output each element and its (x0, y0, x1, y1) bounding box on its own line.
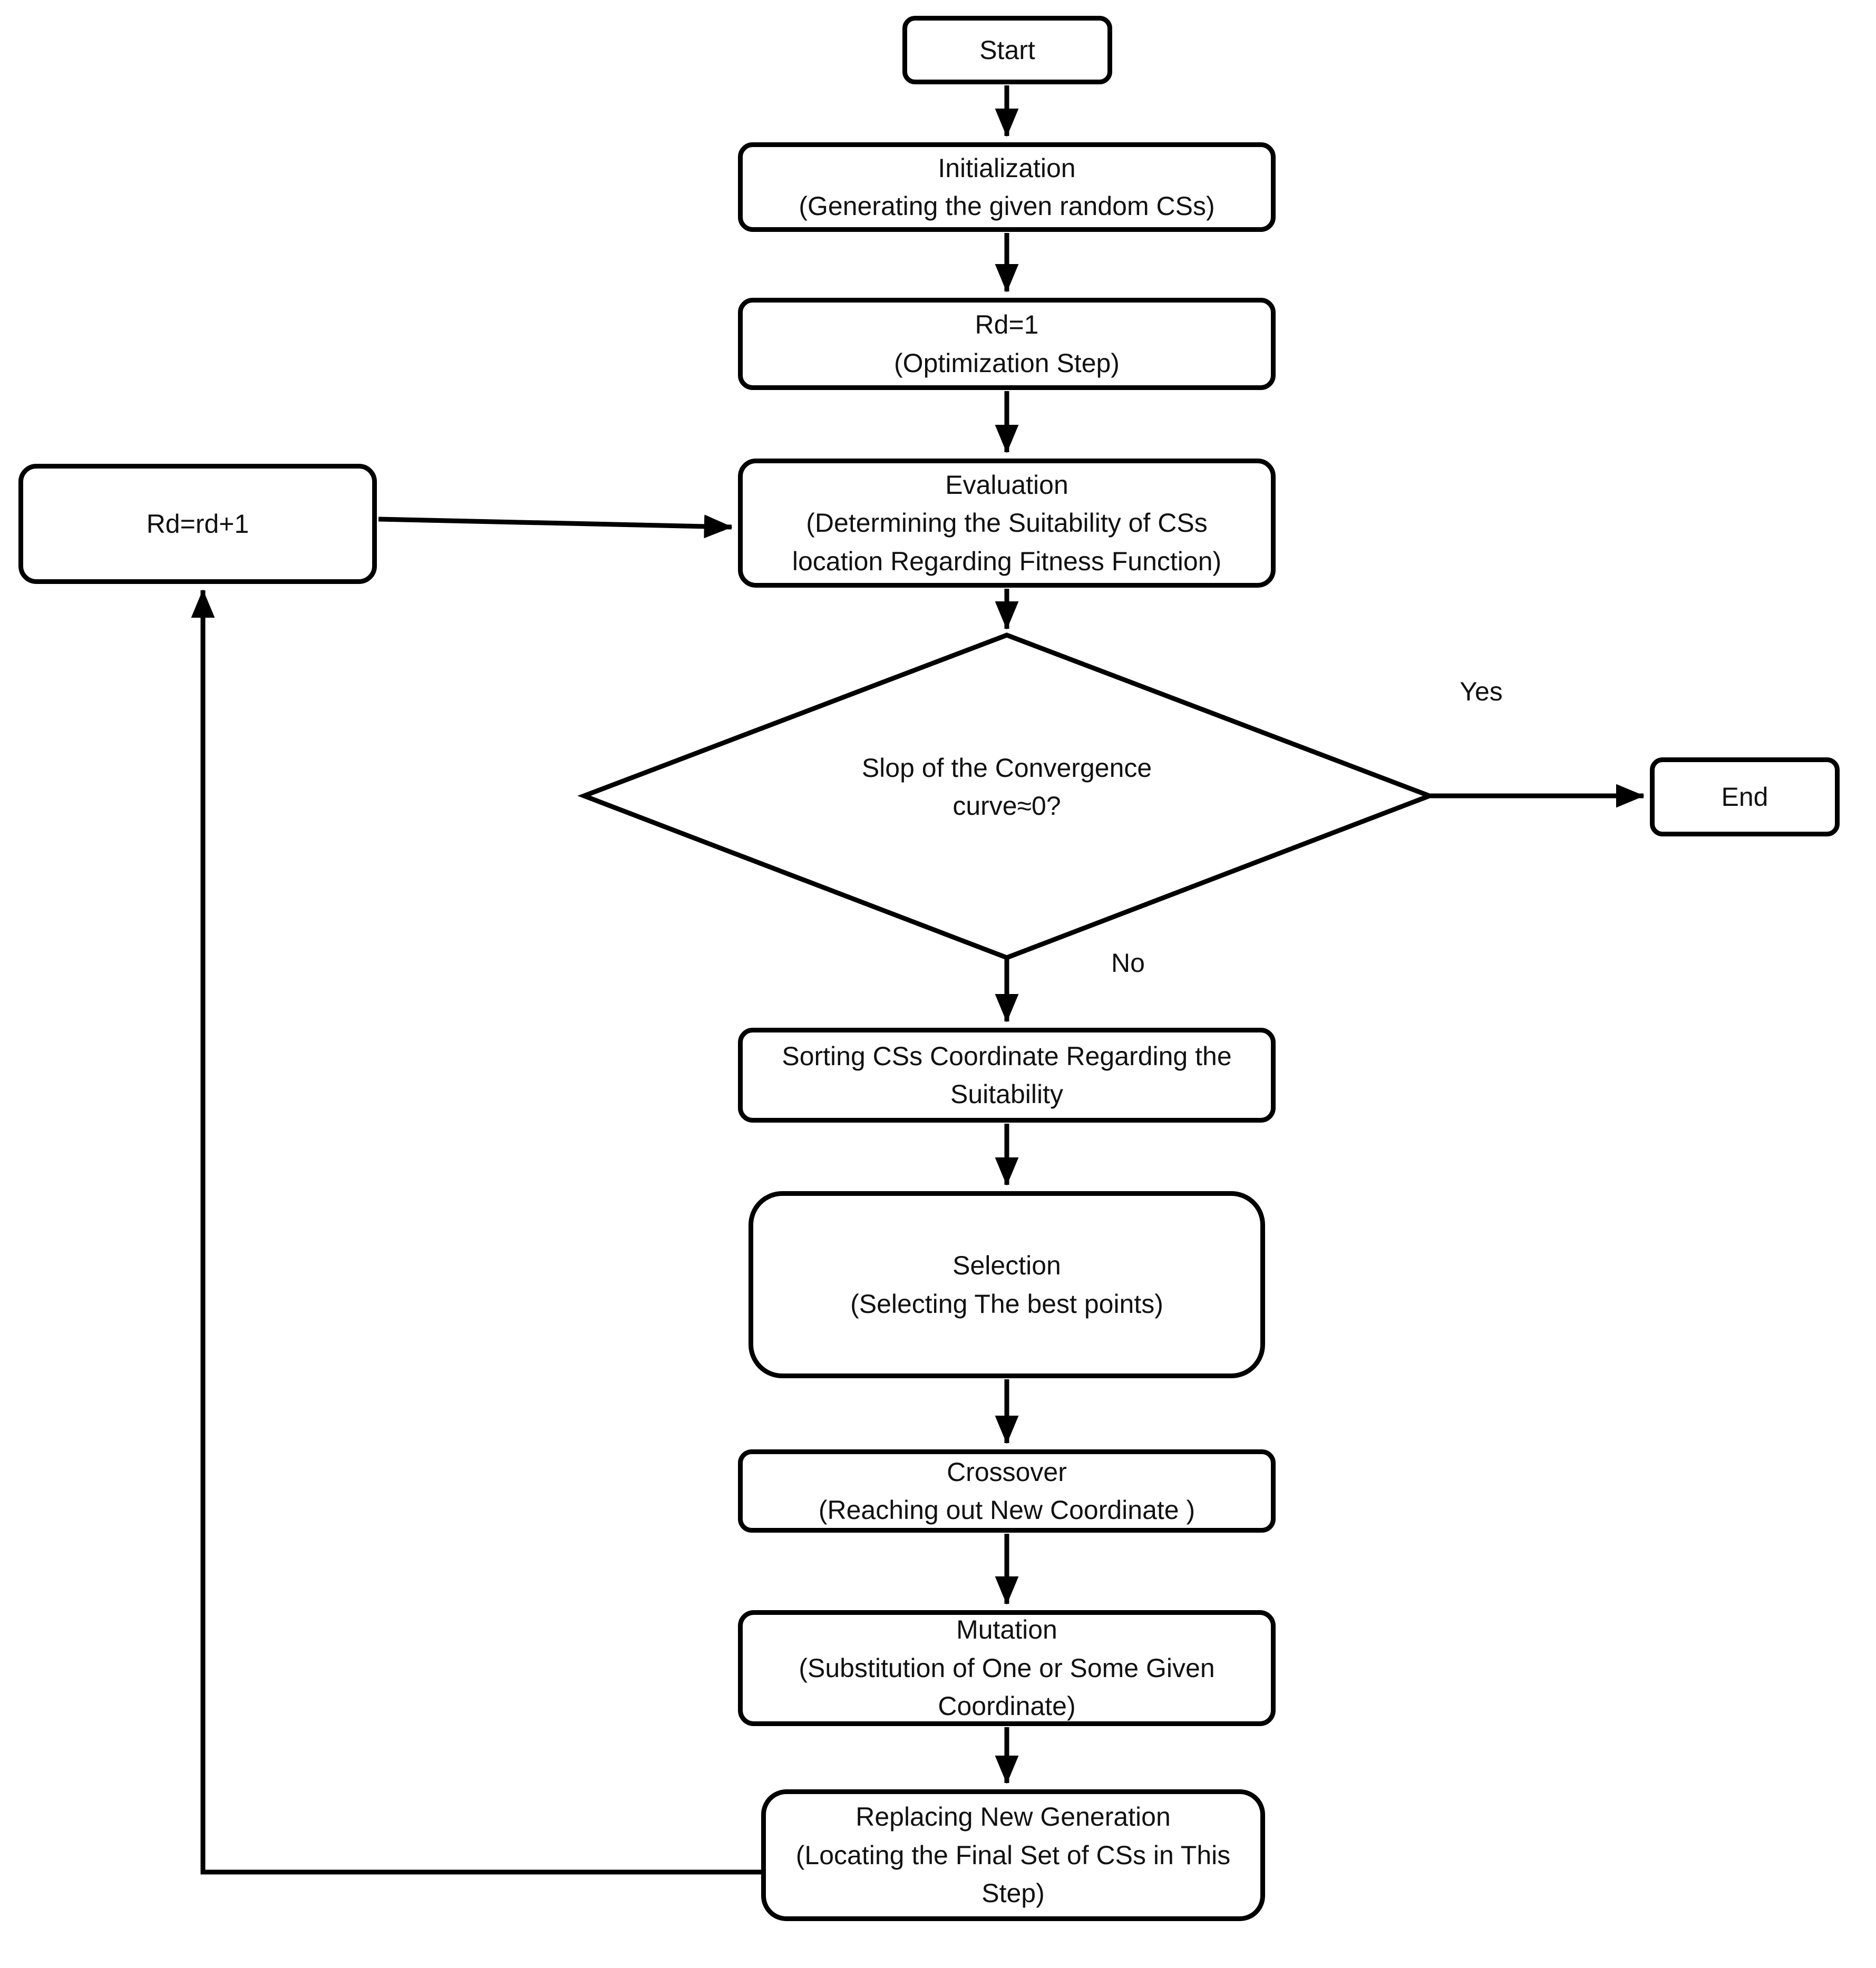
node-mutation: Mutation (Substitution of One or Some Gi… (738, 1610, 1276, 1726)
node-initialization: Initialization (Generating the given ran… (738, 142, 1276, 232)
edge-label-yes: Yes (1460, 677, 1503, 707)
decision-diamond-shape (577, 632, 1436, 960)
node-end: End (1650, 757, 1840, 836)
node-selection: Selection (Selecting The best points) (749, 1191, 1265, 1378)
node-rd1: Rd=1 (Optimization Step) (738, 298, 1276, 390)
node-crossover: Crossover (Reaching out New Coordinate ) (738, 1449, 1276, 1533)
edge-label-no: No (1111, 948, 1145, 978)
node-rd-increment: Rd=rd+1 (18, 464, 377, 584)
node-evaluation: Evaluation (Determining the Suitability … (738, 459, 1276, 588)
edge-replacing-rd-increment-loop (191, 589, 763, 1875)
node-replacing: Replacing New Generation (Locating the F… (761, 1789, 1265, 1921)
node-decision-label: Slop of the Convergence curve≈0? (861, 753, 1152, 821)
edge-rd-increment-evaluation (378, 514, 733, 539)
node-start: Start (902, 16, 1112, 84)
node-sorting: Sorting CSs Coordinate Regarding the Sui… (738, 1028, 1276, 1123)
